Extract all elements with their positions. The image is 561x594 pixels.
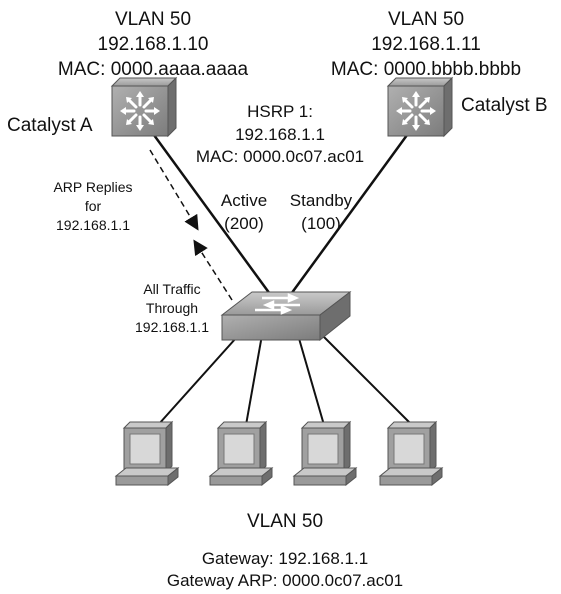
- catalyst-b-role-label: Standby: [289, 191, 353, 210]
- catalyst-b-mac-label: MAC: 0000.bbbb.bbbb: [330, 59, 522, 80]
- link-catalyst-a-to-switch: [141, 119, 280, 306]
- catalyst-a-priority-label: (200): [224, 214, 264, 233]
- clients-gateway-label: Gateway: 192.168.1.1: [201, 549, 369, 568]
- catalyst-a-role-label: Active: [220, 191, 268, 210]
- arp-replies-label-line1: ARP Replies: [53, 179, 133, 195]
- arp-replies-label-line2: for: [84, 198, 102, 214]
- clients-vlan-label: VLAN 50: [246, 511, 324, 532]
- catalyst-b-name-label: Catalyst B: [461, 95, 548, 116]
- traffic-arrow: [193, 239, 233, 301]
- network-links: [141, 119, 420, 426]
- link-catalyst-b-to-switch: [281, 119, 420, 306]
- hsrp-group-label: HSRP 1:: [247, 102, 313, 121]
- hsrp-virtual-ip-label: 192.168.1.1: [235, 125, 325, 144]
- access-switch-icon: [220, 290, 352, 342]
- pc-4-icon: [378, 420, 444, 487]
- catalyst-b-priority-label: (100): [301, 214, 341, 233]
- arp-flow-arrows: [149, 149, 233, 301]
- hsrp-virtual-mac-label: MAC: 0000.0c07.ac01: [195, 147, 365, 166]
- catalyst-a-vlan-label: VLAN 50: [114, 9, 192, 30]
- catalyst-a-mac-label: MAC: 0000.aaaa.aaaa: [57, 59, 249, 80]
- traffic-label-line1: All Traffic: [143, 281, 201, 297]
- pc-2-icon: [208, 420, 274, 487]
- traffic-label-line2: Through: [145, 300, 199, 316]
- clients-gateway-arp-label: Gateway ARP: 0000.0c07.ac01: [166, 571, 404, 590]
- arp-replies-label-line3: 192.168.1.1: [56, 217, 130, 233]
- link-switch-to-pc-2: [245, 334, 263, 426]
- link-switch-to-pc-1: [157, 327, 246, 426]
- catalyst-a-switch-icon: [110, 76, 178, 138]
- link-switch-to-pc-4: [314, 327, 413, 426]
- pc-1-icon: [114, 420, 180, 487]
- catalyst-b-ip-label: 192.168.1.11: [371, 34, 481, 55]
- pc-3-icon: [292, 420, 358, 487]
- catalyst-a-ip-label: 192.168.1.10: [97, 34, 209, 55]
- arp-reply-arrow: [149, 149, 199, 231]
- catalyst-b-vlan-label: VLAN 50: [387, 9, 465, 30]
- catalyst-a-name-label: Catalyst A: [7, 115, 93, 136]
- catalyst-b-switch-icon: [386, 76, 454, 138]
- traffic-label-line3: 192.168.1.1: [135, 319, 209, 335]
- link-switch-to-pc-3: [297, 334, 325, 426]
